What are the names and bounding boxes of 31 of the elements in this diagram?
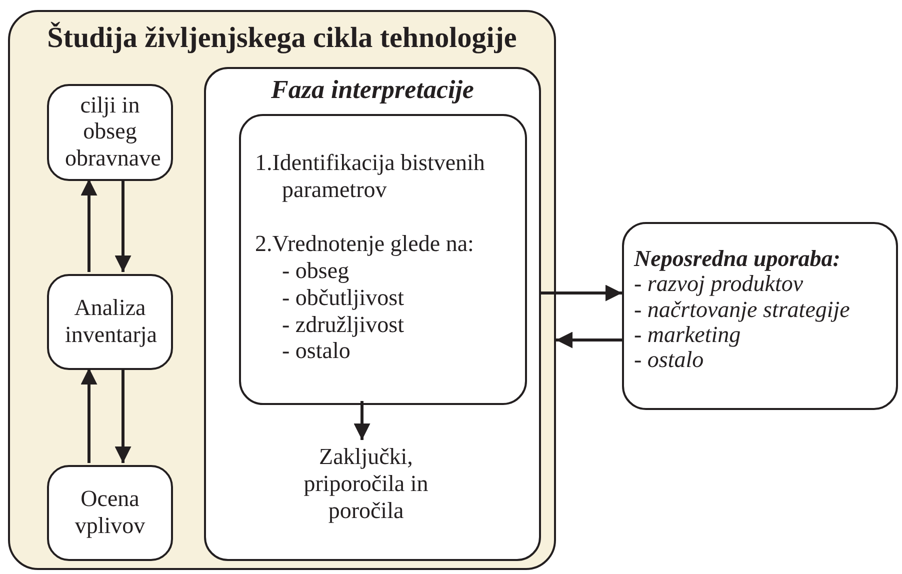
usage-heading: Neposredna uporaba: [634,246,842,272]
arrow [114,179,132,272]
content-box [239,114,527,405]
phase-panel [204,67,541,561]
arrow [114,368,132,463]
list-item: - marketing [634,322,741,348]
list-item: - združljivost [281,312,405,338]
box-label: Analiza inventarja [64,295,158,349]
result-text: Zaključki, priporočila in poročila [286,444,446,544]
arrow [556,332,622,348]
list-item: - ostalo [634,347,705,372]
arrow [80,179,98,272]
list-item: - razvoj produktov [634,271,804,297]
list-item: - obseg [281,258,350,285]
numbered-item: 2.Vrednotenje glede na: [255,230,475,258]
panel-heading: Študija življenjskega cikla tehnologije [46,22,518,56]
outer-panel [8,10,556,570]
usage-box [622,222,898,410]
arrow [539,284,622,302]
box-label: Ocena vplivov [74,486,146,540]
arrow [354,401,370,440]
phase-heading: Faza interpretacije [270,75,475,106]
process-box [47,84,173,181]
process-box [47,274,173,370]
process-box [47,465,173,561]
box-label: cilji in obseg obravnave [64,92,162,173]
list-item: - načrtovanje strategije [634,296,851,322]
numbered-item: 1.Identifikacija bistvenih parametrov [255,150,485,204]
list-item: - ostalo [281,338,352,366]
arrow [80,368,98,463]
list-item: - občutljivost [281,284,406,312]
